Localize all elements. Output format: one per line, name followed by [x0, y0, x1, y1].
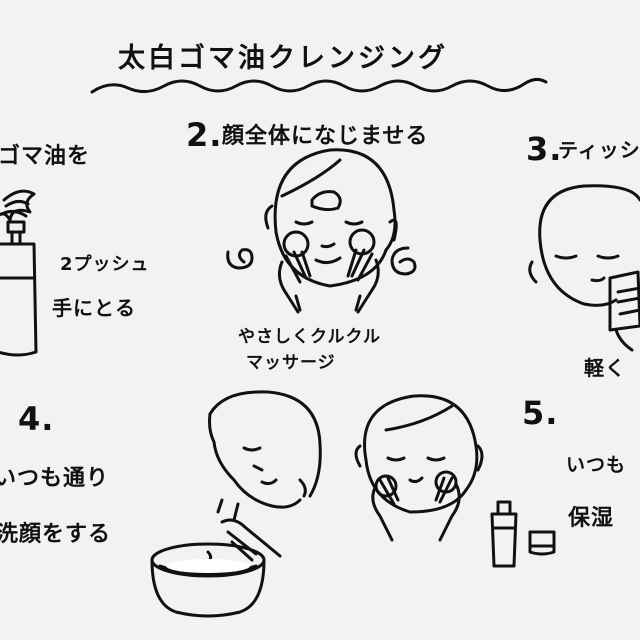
step2-heading: 顔全体になじませる — [222, 124, 429, 149]
step4-line1: いつも通り — [0, 466, 110, 491]
step1-line1: 2プッシュ — [60, 254, 150, 275]
face-foam-illustration — [354, 394, 484, 542]
skincare-bottles-icon — [490, 500, 556, 568]
step3-number: 3. — [526, 130, 563, 168]
step5-line2: 保湿 — [568, 506, 615, 531]
face-washing-illustration — [150, 390, 322, 618]
step1-line2: 手にとる — [52, 296, 136, 320]
step2-number: 2. — [186, 116, 223, 154]
step4-number: 4. — [18, 400, 55, 438]
face-tissue-illustration — [528, 184, 640, 352]
step5-number: 5. — [522, 394, 559, 432]
step4-line2: 洗顔をする — [0, 522, 112, 547]
step3-heading: ティッシ — [558, 138, 640, 162]
oil-bottle-icon — [0, 189, 38, 357]
page-title: 太白ゴマ油クレンジング — [118, 43, 448, 74]
bowl-water — [166, 559, 250, 573]
face-massage-illustration — [226, 148, 417, 314]
step3-line1: 軽く — [584, 356, 626, 380]
step2-line2: マッサージ — [246, 353, 336, 373]
step2-line1: やさしくクルクル — [238, 327, 381, 347]
step5-line1: いつも — [566, 454, 627, 476]
title-wavy-underline — [90, 77, 548, 94]
step1-heading: ゴマ油を — [0, 144, 91, 169]
